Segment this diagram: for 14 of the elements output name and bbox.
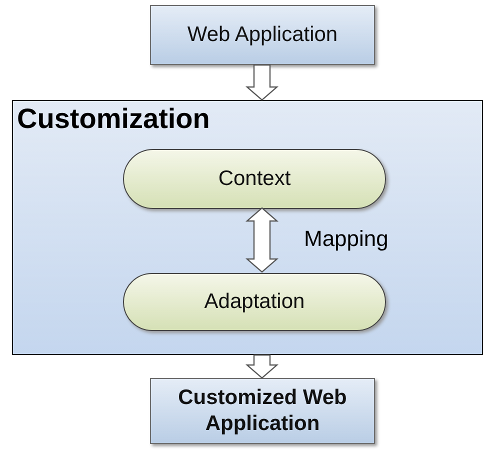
group-container <box>12 100 483 355</box>
container-title: Customization <box>17 103 210 135</box>
edge-label: Mapping <box>304 226 388 252</box>
block-arrow <box>245 64 279 101</box>
process-box <box>150 378 375 444</box>
box-label: Customized Web Application <box>177 384 348 437</box>
block-arrow <box>245 207 279 273</box>
block-arrow <box>245 354 279 379</box>
rounded-box <box>123 273 386 331</box>
box-label: Web Application <box>187 23 338 47</box>
process-box <box>150 5 375 65</box>
box-label: Context <box>218 167 291 191</box>
rounded-box <box>123 149 386 209</box>
box-label: Adaptation <box>204 290 305 314</box>
